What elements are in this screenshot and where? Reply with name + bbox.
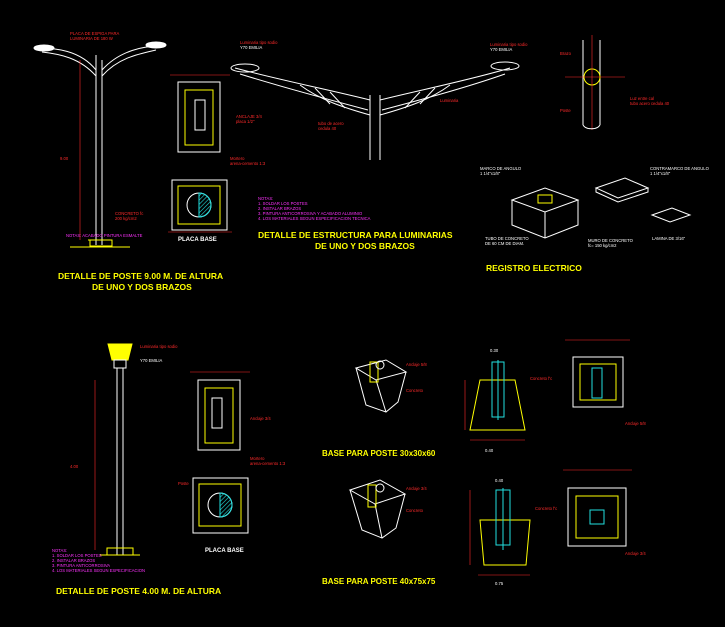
- placa-base-bottom-notes: Anclaje 3/4 Mortero arena-cemento 1:3 Po…: [178, 416, 286, 486]
- title-registro: REGISTRO ELECTRICO: [486, 263, 582, 273]
- svg-text:CONTRAMARCO DE ANGULO: CONTRAMARCO DE ANGULO: [650, 166, 710, 171]
- svg-text:0.40: 0.40: [485, 448, 494, 453]
- svg-text:1 1/4"x1/8": 1 1/4"x1/8": [650, 171, 671, 176]
- svg-text:arena-cemento 1:3: arena-cemento 1:3: [230, 161, 266, 166]
- title-pole-4m: DETALLE DE POSTE 4.00 M. DE ALTURA: [56, 586, 221, 596]
- svg-text:4. LOS MATERIALES SEGUN ESPECI: 4. LOS MATERIALES SEGUN ESPECIFICACION T…: [258, 216, 371, 221]
- placa-base-caption-bottom: PLACA BASE: [205, 548, 244, 554]
- base-40-notes: Anclaje 3/4 Concreto 0.40 0.75 Concreto …: [406, 478, 646, 586]
- svg-text:DE 60 CM DE DIAM.: DE 60 CM DE DIAM.: [485, 241, 524, 246]
- svg-text:PLACA DE ESPIGA PARA: PLACA DE ESPIGA PARA: [70, 31, 119, 36]
- svg-text:9.00: 9.00: [60, 156, 69, 161]
- svg-text:ANCLAJE 3/4: ANCLAJE 3/4: [236, 114, 263, 119]
- svg-text:NOTAS:: NOTAS:: [52, 548, 67, 553]
- svg-text:NOTAS:: NOTAS:: [258, 196, 273, 201]
- placa-base-detail-top: [168, 74, 232, 233]
- luminaire-label: Y70 EMILIA: [140, 358, 163, 363]
- base-30-detail: [354, 339, 630, 441]
- svg-text:Y70 EMILIA: Y70 EMILIA: [490, 47, 513, 52]
- svg-text:200 kg/cm2: 200 kg/cm2: [115, 216, 137, 221]
- svg-text:4. LOS MATERIALES SEGUN ESPECI: 4. LOS MATERIALES SEGUN ESPECIFICACION: [52, 568, 145, 573]
- svg-text:4.00: 4.00: [70, 464, 79, 469]
- svg-text:Luminaria tipo sodio: Luminaria tipo sodio: [240, 40, 278, 45]
- svg-text:Poste: Poste: [178, 481, 189, 486]
- svg-text:LUMINARIA DE 180 W: LUMINARIA DE 180 W: [70, 36, 113, 41]
- svg-text:placa 1/2": placa 1/2": [236, 119, 255, 124]
- svg-text:Poste: Poste: [560, 108, 571, 113]
- placa-base-top-notes: ANCLAJE 3/4 placa 1/2" Mortero arena-cem…: [230, 114, 266, 166]
- svg-text:Luminaria tipo sodio: Luminaria tipo sodio: [140, 344, 178, 349]
- svg-text:Mortero: Mortero: [250, 456, 265, 461]
- svg-text:CONCRETO fc: CONCRETO fc: [115, 211, 143, 216]
- luminaire-structure-detail: [230, 61, 520, 160]
- svg-text:Anclaje 3/4: Anclaje 3/4: [625, 551, 646, 556]
- svg-text:Mortero: Mortero: [230, 156, 245, 161]
- svg-text:Anclaje 3/4: Anclaje 3/4: [406, 486, 427, 491]
- svg-text:Luz entre cal: Luz entre cal: [630, 96, 654, 101]
- svg-text:0.40: 0.40: [495, 478, 504, 483]
- svg-text:Concreto f'c: Concreto f'c: [535, 506, 557, 511]
- svg-text:cedula 40: cedula 40: [318, 126, 337, 131]
- pole-4m-notes: Luminaria tipo sodio Y70 EMILIA 4.00 NOT…: [52, 344, 178, 573]
- pole-9m-detail: [33, 41, 167, 248]
- title-pole-9m-line2: DE UNO Y DOS BRAZOS: [92, 282, 192, 292]
- svg-text:arena-cemento 1:3: arena-cemento 1:3: [250, 461, 286, 466]
- svg-text:3. PINTURA ANTICORROSIVA Y ACA: 3. PINTURA ANTICORROSIVA Y ACABADO ALUMI…: [258, 211, 363, 216]
- svg-text:Y70 EMILIA: Y70 EMILIA: [240, 45, 263, 50]
- svg-text:Brazo: Brazo: [560, 51, 572, 56]
- pole-clamp-detail: [565, 35, 625, 130]
- svg-text:1. SOLDAR LOS POSTES: 1. SOLDAR LOS POSTES: [258, 201, 308, 206]
- svg-text:2. INSTALAR BRAZOS: 2. INSTALAR BRAZOS: [52, 558, 95, 563]
- title-structure: DETALLE DE ESTRUCTURA PARA LUMINARIAS: [258, 230, 453, 240]
- svg-text:1. SOLDAR LOS POSTES: 1. SOLDAR LOS POSTES: [52, 553, 102, 558]
- svg-text:NOTAS: ACABADO PINTURA ESMALTE: NOTAS: ACABADO PINTURA ESMALTE: [66, 233, 143, 238]
- title-pole-9m: DETALLE DE POSTE 9.00 M. DE ALTURA: [58, 271, 223, 281]
- svg-text:MURO DE CONCRETO: MURO DE CONCRETO: [588, 238, 634, 243]
- svg-text:tubo acero cedula 40: tubo acero cedula 40: [630, 101, 670, 106]
- svg-text:fc= 150 kg/cm2: fc= 150 kg/cm2: [588, 243, 617, 248]
- svg-text:MARCO DE ANGULO: MARCO DE ANGULO: [480, 166, 522, 171]
- svg-text:Luminaria tipo sodio: Luminaria tipo sodio: [490, 42, 528, 47]
- title-base-30: BASE PARA POSTE 30x30x60: [322, 449, 436, 458]
- structure-notes: Luminaria tipo sodio Y70 EMILIA Luminari…: [240, 40, 528, 221]
- svg-text:0.30: 0.30: [490, 348, 499, 353]
- svg-text:Concreto: Concreto: [406, 508, 424, 513]
- svg-text:LAMINA DE 3/16": LAMINA DE 3/16": [652, 236, 686, 241]
- svg-text:1 1/4"x1/8": 1 1/4"x1/8": [480, 171, 501, 176]
- svg-text:Anclaje 3/4: Anclaje 3/4: [250, 416, 271, 421]
- luminaire-lamp-icon: [107, 343, 133, 361]
- title-structure-line2: DE UNO Y DOS BRAZOS: [315, 241, 415, 251]
- svg-text:Concreto: Concreto: [406, 388, 424, 393]
- placa-base-detail-bottom: [190, 371, 250, 534]
- svg-text:Anclaje 5/8: Anclaje 5/8: [406, 362, 427, 367]
- pole-9m-notes: PLACA DE ESPIGA PARA LUMINARIA DE 180 W …: [60, 31, 143, 238]
- svg-text:tubo de acero: tubo de acero: [318, 121, 344, 126]
- svg-text:Luminaria: Luminaria: [440, 98, 459, 103]
- svg-text:3. PINTURA ANTICORROSIVA: 3. PINTURA ANTICORROSIVA: [52, 563, 110, 568]
- pole-4m-detail: [94, 343, 140, 556]
- svg-text:Anclaje 5/8: Anclaje 5/8: [625, 421, 646, 426]
- base-40-detail: [348, 469, 632, 576]
- svg-text:2. INSTALAR BRAZOS: 2. INSTALAR BRAZOS: [258, 206, 301, 211]
- svg-text:Concreto f'c: Concreto f'c: [530, 376, 552, 381]
- title-base-40: BASE PARA POSTE 40x75x75: [322, 577, 436, 586]
- svg-text:0.75: 0.75: [495, 581, 504, 586]
- base-30-notes: Anclaje 5/8 Concreto 0.30 0.40 Concreto …: [406, 348, 646, 453]
- svg-text:TUBO DE CONCRETO: TUBO DE CONCRETO: [485, 236, 529, 241]
- registro-electrico-detail: [510, 177, 692, 239]
- placa-base-caption-top: PLACA BASE: [178, 237, 217, 243]
- clamp-notes: Brazo Poste Luz entre cal tubo acero ced…: [560, 51, 670, 113]
- registro-notes: MARCO DE ANGULO 1 1/4"x1/8" CONTRAMARCO …: [480, 166, 710, 248]
